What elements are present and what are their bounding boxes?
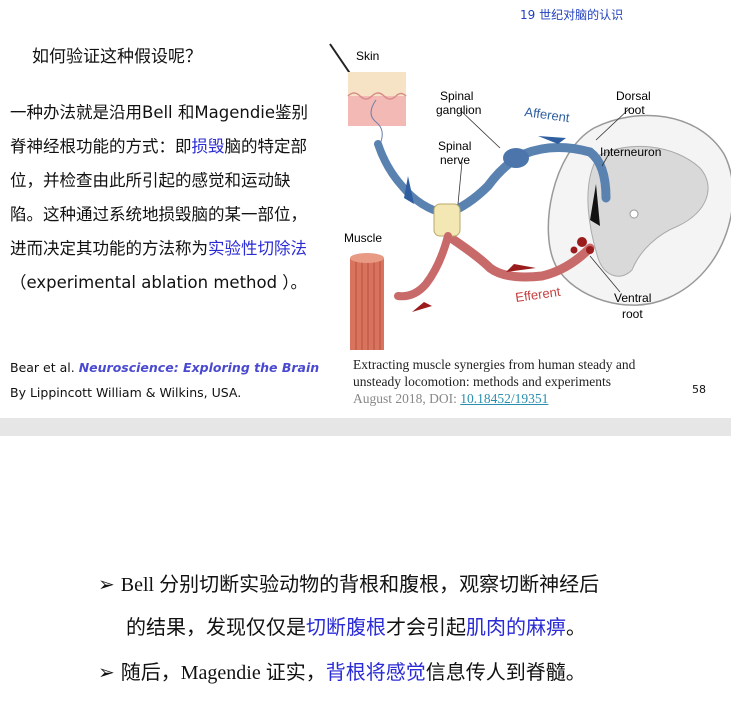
muscle-illustration bbox=[350, 253, 384, 350]
bullet2-text-1: 随后，Magendie 证实， bbox=[120, 662, 326, 684]
label-ventral-root-2: root bbox=[622, 307, 643, 321]
label-efferent: Efferent bbox=[514, 284, 561, 305]
efferent-arrow-icon bbox=[506, 264, 536, 272]
highlight-dorsal-sensory: 背根将感觉 bbox=[325, 662, 426, 684]
body-text-2: 脑的特定部位，并检查由此所引起的感觉和运动缺陷。这种通过系统地损毁脑的某一部位，… bbox=[10, 137, 307, 258]
highlight-ablation-method: 实验性切除法 bbox=[208, 239, 307, 258]
chapter-label: 19 世纪对脑的认识 bbox=[520, 8, 624, 22]
efferent-arrow-muscle-icon bbox=[412, 302, 432, 312]
label-muscle: Muscle bbox=[344, 231, 382, 245]
highlight-muscle-paralysis: 肌肉的麻痹 bbox=[466, 617, 566, 639]
slide-top: 19 世纪对脑的认识 如何验证这种假设呢？ 一种办法就是沿用Bell 和Mage… bbox=[10, 8, 731, 407]
motor-fiber bbox=[394, 232, 452, 301]
body-paragraph: 一种办法就是沿用Bell 和Magendie鉴别脊神经根功能的方式：即损毁脑的特… bbox=[10, 96, 322, 300]
body-text-3: （experimental ablation method ）。 bbox=[10, 273, 308, 292]
label-spinal-nerve-2: nerve bbox=[440, 153, 470, 167]
afferent-arrow-icon bbox=[404, 176, 414, 204]
spinal-nerve-bundle bbox=[433, 203, 461, 237]
bullet-item-2: ➢随后，Magendie 证实，背根将感觉信息传人到脊髓。 bbox=[98, 660, 586, 686]
bullet1-text-1: Bell 分别切断实验动物的背根和腹根，观察切断神经后 bbox=[120, 574, 600, 596]
body-text-1: 一种办法就是沿用Bell 和Magendie鉴别脊神经根功能的方式：即 bbox=[10, 103, 309, 156]
reference-line: Bear et al. Neuroscience: Exploring the … bbox=[10, 360, 319, 375]
caption-line-2: unsteady locomotion: methods and experim… bbox=[353, 374, 611, 389]
bullet-arrow-icon: ➢ bbox=[98, 662, 115, 684]
spinal-reflex-figure: Skin Spinal ganglion Afferent Dorsal roo… bbox=[329, 43, 731, 350]
figure-caption: Extracting muscle synergies from human s… bbox=[353, 356, 673, 407]
highlight-ablate: 损毁 bbox=[191, 137, 225, 156]
skin-illustration bbox=[347, 72, 407, 145]
sensory-fiber bbox=[374, 140, 450, 218]
bullet-item-1-continued: 的结果，发现仅仅是切断腹根才会引起肌肉的麻痹。 bbox=[126, 611, 586, 640]
bullet-item-1: ➢Bell 分别切断实验动物的背根和腹根，观察切断神经后 bbox=[98, 572, 599, 598]
bullet-arrow-icon: ➢ bbox=[98, 574, 115, 596]
caption-date: August 2018, DOI: bbox=[353, 391, 461, 406]
spinal-ganglion bbox=[503, 148, 529, 168]
highlight-cut-ventral-root: 切断腹根 bbox=[306, 617, 386, 639]
question-heading: 如何验证这种假设呢？ bbox=[32, 47, 202, 67]
page-number: 58 bbox=[692, 383, 706, 396]
reference-book: Neuroscience: Exploring the Brain bbox=[78, 360, 320, 375]
slide-divider bbox=[0, 418, 731, 436]
label-dorsal-root-2: root bbox=[624, 103, 645, 117]
label-afferent: Afferent bbox=[524, 104, 571, 125]
label-skin: Skin bbox=[356, 49, 379, 63]
bullet1-text-2: 的结果，发现仅仅是 bbox=[126, 617, 306, 639]
slide-bottom: ➢Bell 分别切断实验动物的背根和腹根，观察切断神经后 的结果，发现仅仅是切断… bbox=[0, 436, 731, 716]
caption-line-1: Extracting muscle synergies from human s… bbox=[353, 357, 636, 372]
gray-matter bbox=[587, 145, 709, 277]
bullet1-text-4: 。 bbox=[566, 617, 586, 639]
ventral-root-nerve bbox=[443, 231, 595, 282]
label-spinal-ganglion-2: ganglion bbox=[436, 103, 481, 117]
interneuron-arrow-icon bbox=[590, 184, 600, 226]
label-dorsal-root-1: Dorsal bbox=[616, 89, 651, 103]
caption-doi-link[interactable]: 10.18452/19351 bbox=[460, 391, 549, 406]
label-spinal-ganglion-1: Spinal bbox=[440, 89, 473, 103]
bullet2-text-2: 信息传人到脊髓。 bbox=[425, 662, 586, 684]
reference-author: Bear et al. bbox=[10, 360, 75, 375]
bullet1-text-3: 才会引起 bbox=[386, 617, 466, 639]
afferent-arrow-top-icon bbox=[538, 136, 566, 144]
label-ventral-root-1: Ventral bbox=[614, 291, 651, 305]
reference-publisher: By Lippincott William & Wilkins, USA. bbox=[10, 385, 242, 400]
label-spinal-nerve-1: Spinal bbox=[438, 139, 471, 153]
label-interneuron: Interneuron bbox=[600, 145, 661, 159]
